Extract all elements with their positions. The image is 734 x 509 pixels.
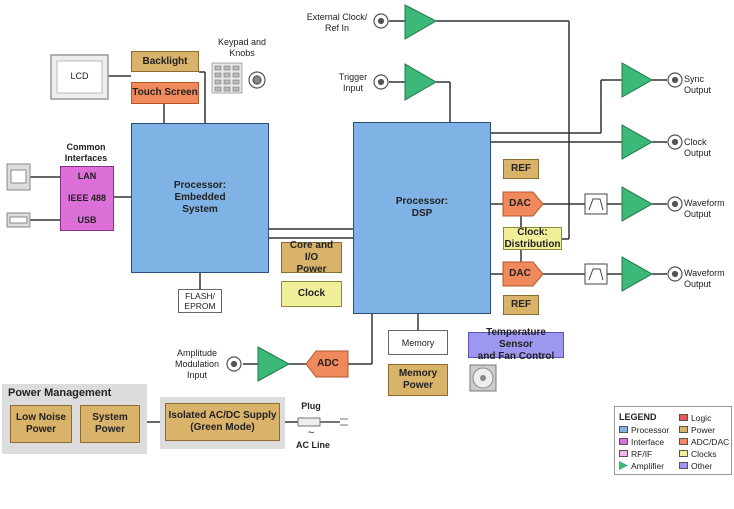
legend-label-adcdac: ADC/DAC [691,437,730,447]
power-management-title: Power Management [8,387,112,399]
keypad-label: Keypad and Knobs [217,37,267,58]
interfaces-block [60,166,114,231]
amplifiers [257,4,654,382]
ref-top-block: REF [503,159,539,179]
system-power-block: System Power [80,405,140,443]
usb-label: USB [77,215,97,225]
usb-port-icon [6,212,31,228]
dac-top-label: DAC [509,198,531,209]
legend-swatch-adcdac [679,438,688,445]
flash-eprom-block: FLASH/ EPROM [178,289,222,313]
legend: LEGEND Processor Interface RF/IF Amplifi… [614,406,732,475]
amplifier-icon-sync [621,62,654,98]
memory-block: Memory [388,330,448,355]
ref-bottom-block: REF [503,295,539,315]
clock-output-label: Clock Output [684,137,712,158]
signal-lines [30,20,667,423]
connector-jacks [226,13,683,372]
plug-label: Plug [301,401,321,411]
amplitude-modulation-label: Amplitude Modulation Input [174,348,220,380]
common-interfaces-label: Common Interfaces [64,142,108,163]
legend-label-rfif: RF/IF [631,449,653,459]
amplifier-icon-waveform-2 [621,256,654,292]
ieee488-label: IEEE 488 [67,193,107,203]
legend-swatch-rfif [619,450,628,457]
lcd-monitor-icon [50,54,109,100]
legend-swatch-logic [679,414,688,421]
ethernet-port-icon [6,163,31,191]
isolated-supply-block: Isolated AC/DC Supply (Green Mode) [165,403,280,441]
memory-power-block: Memory Power [388,364,448,396]
legend-label-clocks: Clocks [691,449,717,459]
trigger-input-label: Trigger Input [338,72,368,93]
touch-screen-block: Touch Screen [131,82,199,104]
amplifier-icon-am [257,346,291,382]
legend-label-amplifier: Amplifier [631,461,665,471]
clock-block: Clock [281,281,342,307]
lcd-label: LCD [70,71,89,81]
backlight-block: Backlight [131,51,199,72]
dac-bottom-label: DAC [509,268,531,279]
legend-swatch-power [679,426,688,433]
keypad-icon [211,62,243,94]
amplifier-icon-waveform-1 [621,186,654,222]
legend-label-logic: Logic [691,413,712,423]
legend-label-power: Power [691,425,716,435]
external-clock-label: External Clock/ Ref In [306,12,368,33]
sync-output-label: Sync Output [684,74,712,95]
waveform-output-1-label: Waveform Output [684,198,725,219]
fan-icon [469,364,497,392]
amplifier-icon-ext-clock [404,4,438,40]
adc-shape [305,350,349,378]
temperature-sensor-block: Temperature Sensor and Fan Control [468,327,564,362]
legend-swatch-clocks [679,450,688,457]
legend-label-processor: Processor [631,425,670,435]
legend-swatch-processor [619,426,628,433]
embedded-processor-block: Processor: Embedded System [131,123,269,273]
legend-amplifier-icon [619,461,628,470]
amplifier-icon-trigger [404,63,437,101]
legend-title: LEGEND [619,412,657,422]
dsp-processor-block: Processor: DSP [353,122,491,314]
adc-label: ADC [317,358,339,369]
low-noise-power-block: Low Noise Power [10,405,72,443]
dac-shape-bottom [502,261,544,287]
converters [305,191,544,378]
ac-line-label: AC Line [295,440,330,450]
clock-distribution-block: Clock: Distribution [503,226,562,250]
legend-swatch-other [679,462,688,469]
dac-shape-top [502,191,544,217]
waveform-output-2-label: Waveform Output [684,268,725,289]
legend-label-other: Other [691,461,713,471]
legend-swatch-interface [619,438,628,445]
ac-symbol: ~ [307,427,315,439]
amplifier-icon-clock [621,124,654,160]
legend-label-interface: Interface [631,437,665,447]
core-io-power-block: Core and I/O Power [281,240,342,275]
plug-icon [297,417,348,427]
lan-label: LAN [77,171,97,181]
filters [584,193,608,285]
